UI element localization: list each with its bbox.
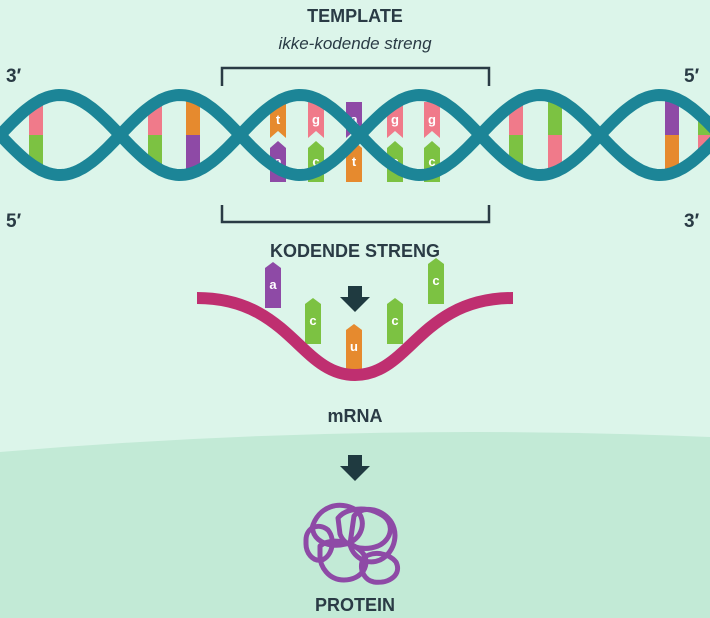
protein-icon [303,502,400,585]
base-pair-top [548,98,562,135]
mrna-base [305,298,321,344]
coding-base-letter: a [274,154,282,169]
coding-bracket [220,205,491,224]
coding-base-letter: c [312,154,319,169]
mrna-base-letter: c [391,313,398,328]
protein-label: PROTEIN [315,595,395,615]
base-pair-bottom [665,135,679,174]
template-base [424,102,440,138]
base-pair-top [186,97,200,135]
mrna-base-letter: c [432,273,439,288]
template-base-letter: g [391,112,399,127]
coding-strand-label: KODENDE STRENG [270,241,440,261]
mrna-nucleotides: a c u c c [265,258,444,370]
mrna-strand [196,292,514,382]
mrna-base [265,262,281,308]
template-base [308,102,324,138]
template-base-letter: g [312,112,320,127]
dna-helix [0,88,710,182]
end-label-top-right: 5′ [684,66,700,87]
template-base-letter: t [276,112,281,127]
arrow-down-icon [340,286,370,312]
template-base-letter: g [428,112,436,127]
mrna-base [428,258,444,304]
end-label-bottom-left: 5′ [6,211,22,232]
mrna-label: mRNA [327,406,382,426]
coding-base-letter: t [352,154,357,169]
base-pair-top [665,96,679,135]
dna-strand-bottom [0,88,710,182]
end-label-top-left: 3′ [6,66,22,87]
mrna-base-letter: c [309,313,316,328]
mrna-base [346,324,362,370]
base-pair-bottom [548,135,562,172]
template-subtitle: ikke-kodende streng [278,34,432,53]
mrna-base-letter: a [269,277,277,292]
mrna-base [387,298,403,344]
base-pair-bottom [186,135,200,173]
arrow-down-icon [340,455,370,481]
end-label-bottom-right: 3′ [684,211,700,232]
template-title: TEMPLATE [307,6,403,26]
coding-base-letter: c [428,154,435,169]
mrna-base-letter: u [350,339,358,354]
template-base-letter: a [350,112,358,127]
template-bracket [220,66,491,86]
